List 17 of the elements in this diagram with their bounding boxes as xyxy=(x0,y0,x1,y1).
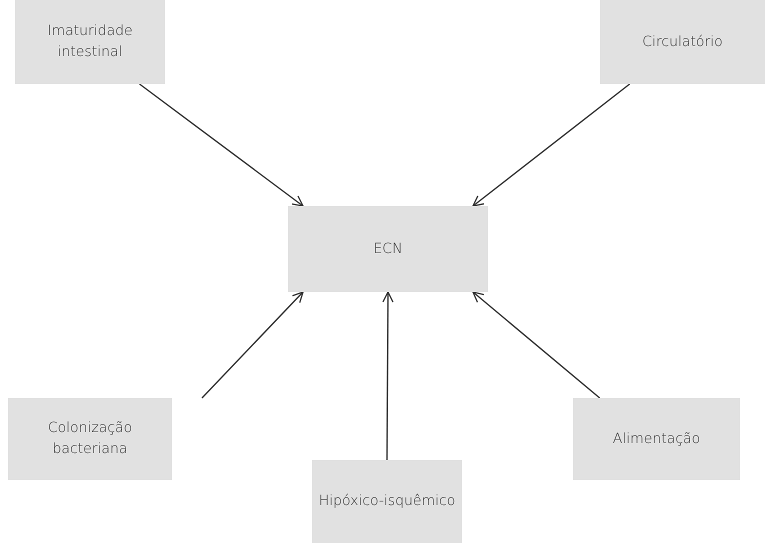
box-label: Imaturidade intestinal xyxy=(46,22,134,62)
box-label: Circulatório xyxy=(642,32,723,52)
factor-box xyxy=(8,398,172,480)
factor-box xyxy=(288,206,488,292)
arrow xyxy=(472,83,630,207)
box-label: Colonização bacteriana xyxy=(46,419,134,459)
box-label: ECN xyxy=(373,240,403,258)
factor-box xyxy=(15,0,165,84)
arrow xyxy=(202,291,304,398)
arrow xyxy=(139,83,304,207)
factor-box xyxy=(600,0,765,84)
box-label: Alimentação xyxy=(612,430,700,448)
factor-box xyxy=(312,460,462,543)
arrow xyxy=(472,291,600,399)
box-label: Hipóxico-isquêmico xyxy=(318,492,456,511)
arrow xyxy=(382,291,394,460)
factor-box xyxy=(573,398,740,480)
